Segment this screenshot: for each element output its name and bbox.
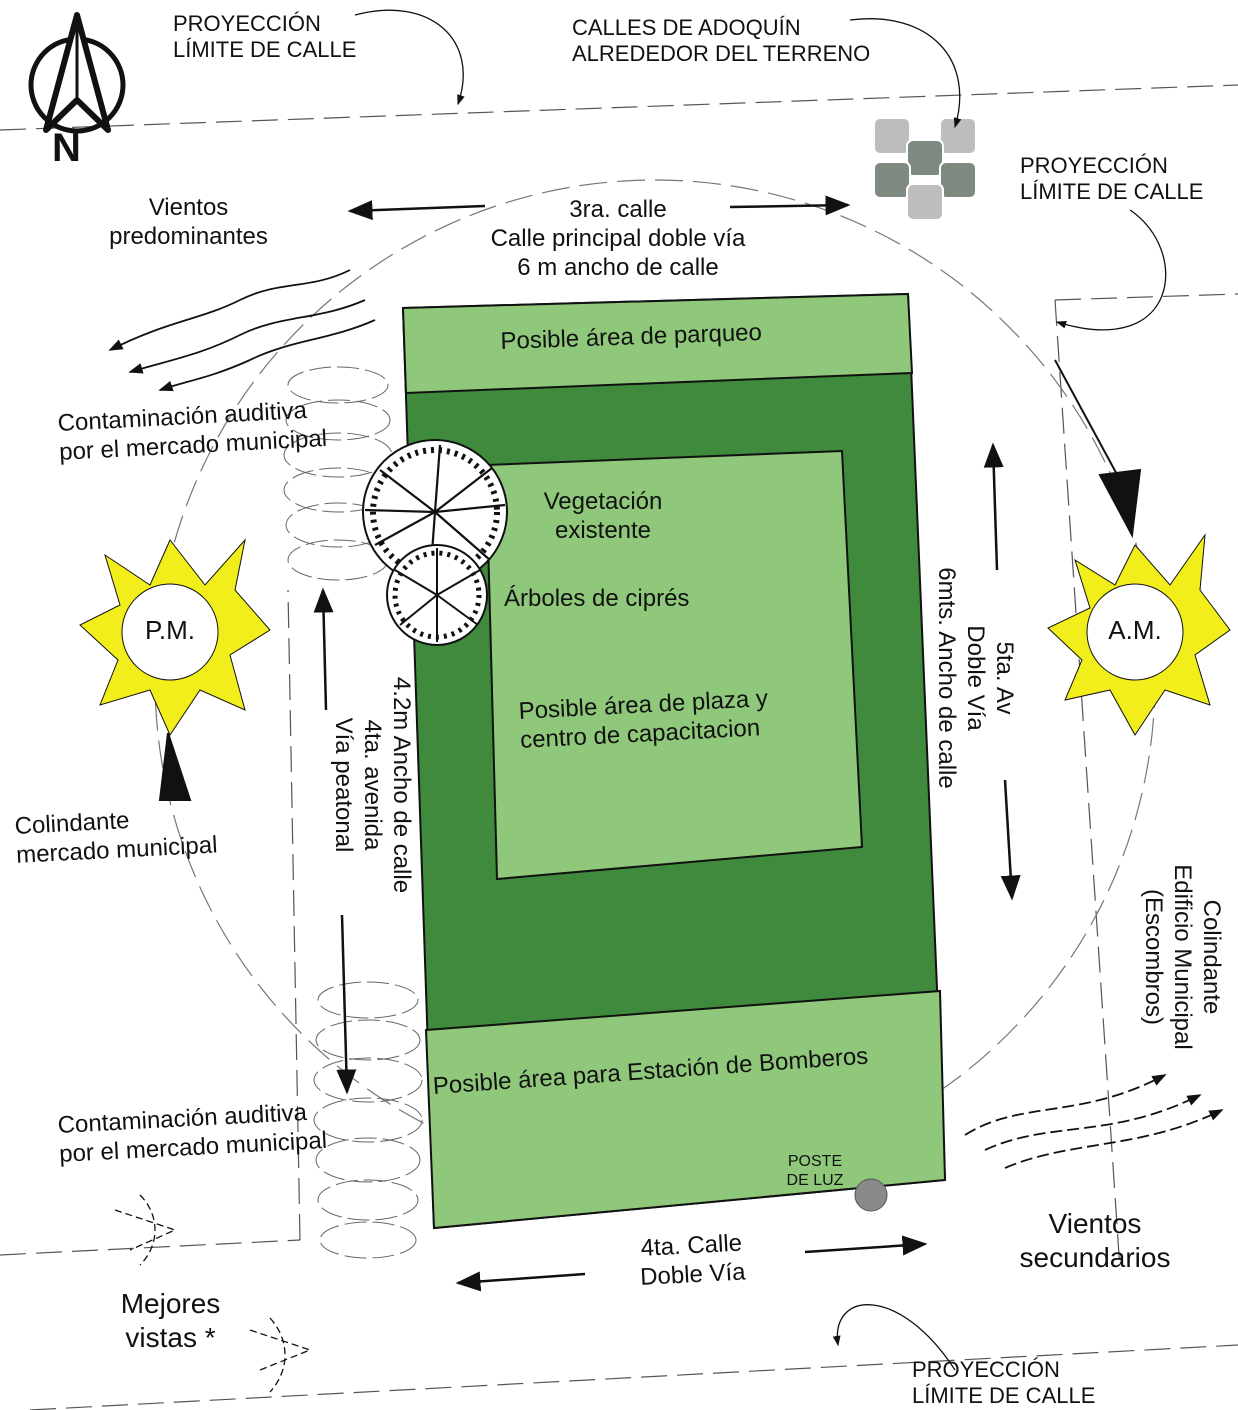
street-north-label: 3ra. calle Calle principal doble vía 6 m… bbox=[490, 196, 746, 281]
projection-label-top: PROYECCIÓN LÍMITE DE CALLE bbox=[173, 11, 357, 63]
street-east-label: 5ta. Av Doble Vía 6mts. Ancho de calle bbox=[933, 567, 1018, 789]
north-label: N bbox=[52, 126, 81, 170]
cypress-tree-icon bbox=[386, 544, 488, 646]
paving-label: CALLES DE ADOQUÍN ALREDEDOR DEL TERRENO bbox=[572, 15, 871, 67]
wind-lines-secondary-icon bbox=[964, 1074, 1224, 1169]
traffic-arrows bbox=[313, 195, 1021, 1292]
projection-label-bottom: PROYECCIÓN LÍMITE DE CALLE bbox=[912, 1357, 1096, 1409]
secondary-winds-label: Vientos secundarios bbox=[1019, 1208, 1171, 1273]
best-views-label: Mejores vistas * bbox=[120, 1288, 221, 1353]
leader-arrows bbox=[354, 9, 1167, 1371]
sun-icon-am bbox=[1047, 533, 1231, 736]
noise-waves-top bbox=[283, 366, 393, 581]
sun-path-arrows bbox=[158, 359, 1142, 801]
plaza-area bbox=[484, 449, 864, 881]
projection-label-right: PROYECCIÓN LÍMITE DE CALLE bbox=[1020, 153, 1204, 205]
north-arrow-icon bbox=[28, 12, 126, 134]
sun-am-label: A.M. bbox=[1108, 615, 1162, 645]
street-limit-lines bbox=[0, 84, 1238, 1410]
parking-area bbox=[401, 292, 914, 395]
light-pole-label: POSTE DE LUZ bbox=[786, 1153, 844, 1190]
light-pole-icon bbox=[854, 1178, 888, 1212]
wind-lines-icon bbox=[108, 269, 376, 392]
main-winds-label: Vientos predominantes bbox=[109, 194, 268, 250]
cypress-label: Árboles de ciprés bbox=[504, 585, 690, 612]
neighbor-east-label: Colindante Edificio Municipal (Escombros… bbox=[1140, 864, 1225, 1050]
noise-waves-bottom bbox=[313, 981, 423, 1259]
fire-station-area bbox=[424, 989, 947, 1230]
vegetation-label: Vegetación existente bbox=[543, 488, 663, 544]
street-south-label: 4ta. Calle Doble Vía bbox=[639, 1229, 747, 1291]
sun-pm-label: P.M. bbox=[144, 615, 196, 645]
paving-stone-icon bbox=[873, 117, 977, 221]
view-cone-icon bbox=[114, 1194, 312, 1393]
street-west-label: 4.2m Ancho de calle 4ta. avenida Vía pea… bbox=[330, 676, 415, 894]
site-plot bbox=[401, 292, 947, 1230]
neighbor-west-label: Colindante mercado municipal bbox=[14, 806, 219, 869]
sun-icon-pm bbox=[79, 538, 271, 737]
